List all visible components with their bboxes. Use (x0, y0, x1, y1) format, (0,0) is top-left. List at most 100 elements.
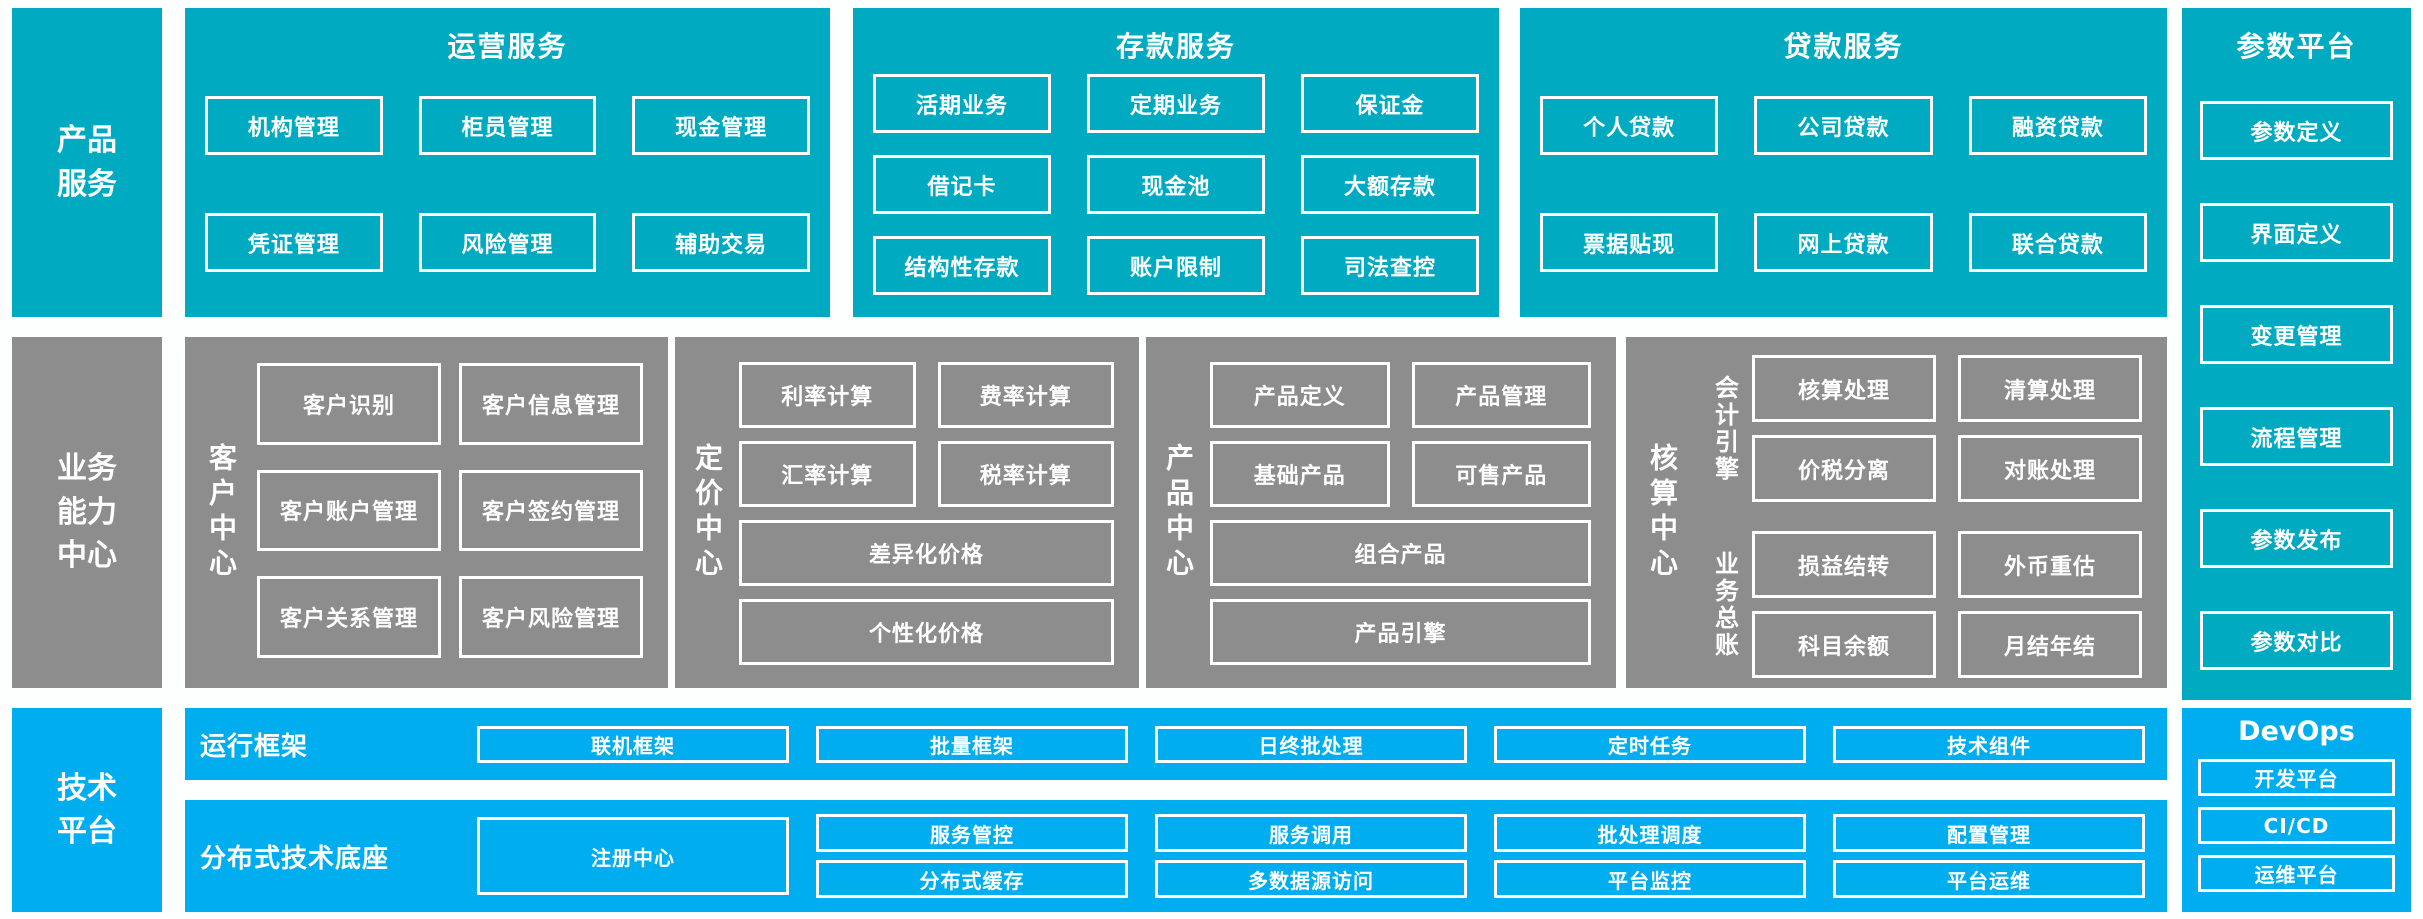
panel-title: 运营服务 (447, 30, 568, 63)
module-box: 融资贷款 (1968, 96, 2147, 155)
module-box: 差异化价格 (739, 520, 1114, 586)
business-ledger-group: 业务总账 损益结转 外币重估 科目余额 月结年结 (1698, 531, 2142, 678)
module-box: 账户限制 (1087, 236, 1265, 295)
center-label: 定价中心 (691, 442, 724, 583)
module-box: 服务管控 (816, 814, 1128, 852)
module-pair: 服务管控 分布式缓存 (816, 814, 1128, 898)
module-box: 月结年结 (1958, 611, 2142, 678)
module-box: 可售产品 (1411, 441, 1591, 507)
module-box: 客户信息管理 (459, 363, 643, 445)
module-box: 联合贷款 (1968, 213, 2147, 272)
customer-grid: 客户识别 客户信息管理 客户账户管理 客户签约管理 客户关系管理 客户风险管理 (257, 363, 643, 658)
module-box: 活期业务 (873, 74, 1051, 133)
module-pair: 批处理调度 平台监控 (1494, 814, 1806, 898)
pricing-grid: 利率计算 费率计算 汇率计算 税率计算 差异化价格 个性化价格 (739, 362, 1114, 670)
module-box: 运维平台 (2198, 855, 2395, 892)
module-box: 产品定义 (1210, 362, 1390, 428)
sidebar-label: 技术平台 (57, 770, 117, 850)
loan-grid: 个人贷款 公司贷款 融资贷款 票据贴现 网上贷款 联合贷款 (1540, 96, 2147, 272)
panel-title: DevOps (2238, 716, 2355, 747)
parameter-stack: 参数定义 界面定义 变更管理 流程管理 参数发布 参数对比 (2182, 65, 2411, 670)
module-box: 保证金 (1301, 74, 1479, 133)
panel-devops: DevOps 开发平台 CI/CD 运维平台 (2182, 708, 2411, 912)
accounting-engine-grid: 核算处理 清算处理 价税分离 对账处理 (1752, 355, 2142, 502)
runtime-grid: 运行框架 联机框架 批量框架 日终批处理 定时任务 技术组件 (185, 708, 2167, 780)
module-box: 汇率计算 (739, 441, 916, 507)
panel-title: 存款服务 (1115, 30, 1236, 63)
sidebar-label: 业务能力中心 (57, 451, 117, 574)
module-box: 联机框架 (477, 725, 789, 763)
center-label-column: 定价中心 (675, 337, 739, 688)
module-box: 科目余额 (1752, 611, 1936, 678)
module-box: 界面定义 (2200, 203, 2393, 262)
module-box: 参数定义 (2200, 101, 2393, 160)
module-box: 客户识别 (257, 363, 441, 445)
module-box: 组合产品 (1210, 520, 1591, 586)
module-box: 平台监控 (1494, 860, 1806, 898)
runtime-label: 运行框架 (200, 731, 309, 762)
panel-title: 贷款服务 (1783, 30, 1904, 63)
panel-parameter-platform: 参数平台 参数定义 界面定义 变更管理 流程管理 参数发布 参数对比 (2182, 8, 2411, 700)
module-box: 服务调用 (1155, 814, 1467, 852)
module-box: 批量框架 (816, 725, 1128, 763)
module-box: 大额存款 (1301, 155, 1479, 214)
distributed-label: 分布式技术底座 (200, 843, 390, 874)
module-box: 风险管理 (418, 213, 597, 272)
module-box: 个人贷款 (1540, 96, 1719, 155)
module-pair: 服务调用 多数据源访问 (1155, 814, 1467, 898)
accounting-engine-group: 会计引擎 核算处理 清算处理 价税分离 对账处理 (1698, 355, 2142, 502)
module-box: 利率计算 (739, 362, 916, 428)
module-box: 变更管理 (2200, 305, 2393, 364)
module-box: 费率计算 (937, 362, 1114, 428)
module-box: 个性化价格 (739, 599, 1114, 665)
module-box: 辅助交易 (632, 213, 810, 272)
module-box: 定期业务 (1087, 74, 1265, 133)
module-box: 票据贴现 (1540, 213, 1719, 272)
panel-distributed-tech-base: 分布式技术底座 注册中心 服务管控 分布式缓存 服务调用 多数据源访问 批处理调… (185, 800, 2167, 912)
module-box: CI/CD (2198, 807, 2395, 844)
sidebar-label: 产品服务 (57, 123, 117, 202)
module-box: 参数发布 (2200, 509, 2393, 568)
module-box: 多数据源访问 (1155, 860, 1467, 898)
center-label: 产品中心 (1162, 442, 1195, 583)
panel-product-center: 产品中心 产品定义 产品管理 基础产品 可售产品 组合产品 产品引擎 (1146, 337, 1616, 688)
module-box: 客户关系管理 (257, 576, 441, 658)
module-box: 定时任务 (1494, 725, 1806, 763)
module-box: 损益结转 (1752, 531, 1936, 598)
module-box: 分布式缓存 (816, 860, 1128, 898)
panel-customer-center: 客户中心 客户识别 客户信息管理 客户账户管理 客户签约管理 客户关系管理 客户… (185, 337, 668, 688)
module-box: 税率计算 (937, 441, 1114, 507)
group-label-column: 会计引擎 (1698, 355, 1752, 502)
module-box: 清算处理 (1958, 355, 2142, 422)
panel-loan-services: 贷款服务 个人贷款 公司贷款 融资贷款 票据贴现 网上贷款 联合贷款 (1520, 8, 2167, 317)
module-box: 注册中心 (477, 817, 789, 895)
module-box: 司法查控 (1301, 236, 1479, 295)
panel-accounting-center: 核算中心 会计引擎 核算处理 清算处理 价税分离 对账处理 业务总账 损 (1626, 337, 2167, 688)
module-box: 基础产品 (1210, 441, 1390, 507)
module-box: 客户签约管理 (459, 469, 643, 552)
panel-pricing-center: 定价中心 利率计算 费率计算 汇率计算 税率计算 差异化价格 个性化价格 (675, 337, 1139, 688)
sidebar-technology-platform: 技术平台 (12, 708, 162, 912)
module-box: 客户账户管理 (257, 469, 441, 552)
module-pair: 配置管理 平台运维 (1833, 814, 2145, 898)
accounting-body: 会计引擎 核算处理 清算处理 价税分离 对账处理 业务总账 损益结转 外币重估 … (1698, 355, 2142, 678)
module-box: 价税分离 (1752, 435, 1936, 502)
panel-operations-services: 运营服务 机构管理 柜员管理 现金管理 凭证管理 风险管理 辅助交易 (185, 8, 830, 317)
operations-grid: 机构管理 柜员管理 现金管理 凭证管理 风险管理 辅助交易 (205, 96, 810, 272)
module-box: 现金池 (1087, 155, 1265, 214)
module-box: 产品管理 (1411, 362, 1591, 428)
distributed-grid: 分布式技术底座 注册中心 服务管控 分布式缓存 服务调用 多数据源访问 批处理调… (185, 800, 2167, 912)
center-label-column: 客户中心 (185, 337, 257, 688)
module-box: 核算处理 (1752, 355, 1936, 422)
module-box: 公司贷款 (1754, 96, 1933, 155)
module-box: 结构性存款 (873, 236, 1051, 295)
business-ledger-grid: 损益结转 外币重估 科目余额 月结年结 (1752, 531, 2142, 678)
center-label: 核算中心 (1646, 442, 1679, 583)
product-grid: 产品定义 产品管理 基础产品 可售产品 组合产品 产品引擎 (1210, 362, 1591, 670)
module-box: 批处理调度 (1494, 814, 1806, 852)
module-box: 借记卡 (873, 155, 1051, 214)
module-box: 凭证管理 (205, 213, 383, 272)
sidebar-product-services: 产品服务 (12, 8, 162, 317)
module-box: 平台运维 (1833, 860, 2145, 898)
